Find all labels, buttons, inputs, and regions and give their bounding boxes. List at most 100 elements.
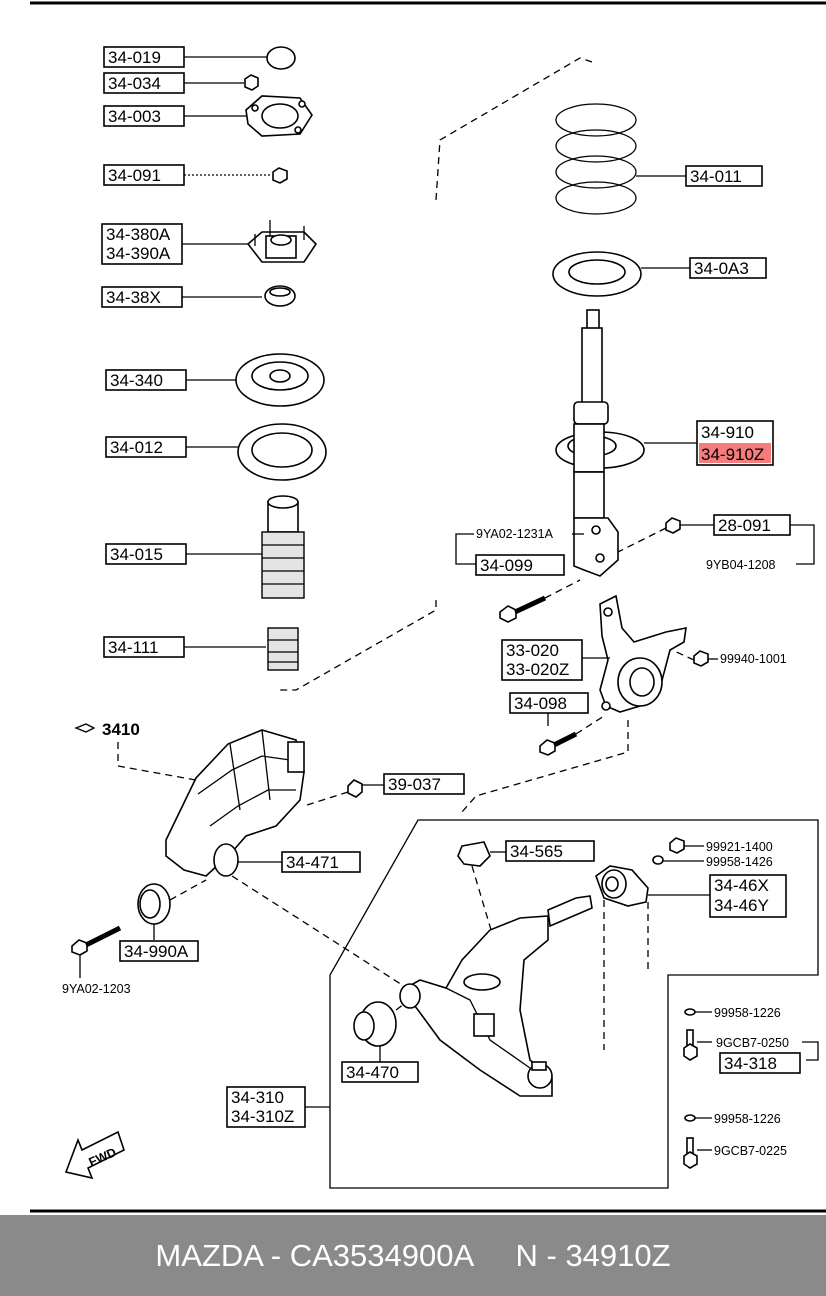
bump-stop-part (267, 627, 299, 671)
label-39-037[interactable]: 39-037 (383, 773, 465, 795)
label-99958-1226-b[interactable]: 99958-1226 (714, 1112, 781, 1126)
fwd-arrow-icon: FWD (64, 1130, 125, 1180)
bearing-ring-part (237, 423, 327, 481)
svg-text:34-099: 34-099 (480, 556, 533, 575)
label-9gcb7-0225[interactable]: 9GCB7-0225 (714, 1144, 787, 1158)
bolt-34-098-part (539, 731, 578, 756)
svg-text:34-111: 34-111 (108, 638, 158, 657)
nut-99940-1001-part (693, 650, 709, 667)
svg-text:34-990A: 34-990A (124, 942, 189, 961)
svg-text:34-034: 34-034 (108, 74, 161, 93)
svg-text:34-38X: 34-38X (106, 288, 161, 307)
bolt-9gcb7-0225-part (683, 1137, 698, 1169)
label-34-111[interactable]: 34-111 (103, 636, 185, 658)
label-34-091[interactable]: 34-091 (103, 164, 185, 186)
steering-knuckle-part (599, 594, 687, 713)
nut-99921-1400-part (669, 837, 685, 854)
footer-caption: MAZDA - CA3534900A N - 34910Z (0, 1215, 826, 1296)
label-34-46x-34-46y[interactable]: 34-46X 34-46Y (709, 874, 787, 918)
svg-text:34-318: 34-318 (724, 1054, 777, 1073)
label-9yb04-1208[interactable]: 9YB04-1208 (706, 558, 776, 572)
exploded-parts-diagram: 34-019 34-034 34-003 34-091 34-380A 34-3… (30, 1, 826, 1213)
label-34-012[interactable]: 34-012 (105, 436, 187, 458)
bolt-9gcb7-0250-part (683, 1029, 698, 1061)
label-34-098[interactable]: 34-098 (509, 692, 589, 714)
label-9ya02-1203[interactable]: 9YA02-1203 (62, 982, 131, 996)
svg-text:33-020Z: 33-020Z (506, 660, 569, 679)
bolt-9ya02-1203-part (71, 925, 122, 956)
bushing-34-46x-part (595, 865, 649, 907)
svg-text:34-019: 34-019 (108, 48, 161, 67)
nut-39-037-part (347, 779, 363, 798)
bushing-34-990a-part (137, 883, 171, 925)
svg-text:34-0A3: 34-0A3 (694, 259, 749, 278)
label-34-471[interactable]: 34-471 (281, 851, 361, 873)
washer-99958-1226-a-part (684, 1008, 696, 1016)
mount-plate-part (245, 95, 313, 137)
label-34-470[interactable]: 34-470 (341, 1061, 419, 1083)
svg-text:34-46Y: 34-46Y (714, 896, 769, 915)
svg-text:34-015: 34-015 (110, 545, 163, 564)
svg-text:34-012: 34-012 (110, 438, 163, 457)
svg-text:34-003: 34-003 (108, 107, 161, 126)
strut-mount-part (246, 220, 318, 263)
label-34-318[interactable]: 34-318 (719, 1052, 801, 1074)
svg-text:34-380A: 34-380A (106, 225, 171, 244)
svg-text:34-310: 34-310 (231, 1088, 284, 1107)
label-34-019[interactable]: 34-019 (103, 46, 185, 68)
label-28-091[interactable]: 28-091 (713, 514, 791, 536)
svg-text:33-020: 33-020 (506, 641, 559, 660)
label-34-099[interactable]: 34-099 (475, 554, 565, 576)
bushing-34-470-part (353, 1001, 397, 1047)
label-34-565[interactable]: 34-565 (505, 840, 595, 862)
svg-text:34-46X: 34-46X (714, 876, 769, 895)
nut-28-091-part (665, 517, 681, 534)
shock-absorber-part (555, 309, 645, 577)
bearing-seat-part (235, 353, 325, 407)
washer-99958-1226-b-part (684, 1114, 696, 1122)
svg-text:34-910: 34-910 (701, 423, 754, 442)
crossmember-part (165, 729, 305, 877)
svg-text:34-340: 34-340 (110, 371, 163, 390)
svg-text:34-011: 34-011 (690, 167, 742, 186)
spring-seat-part (552, 251, 642, 297)
label-34-380a-34-390a[interactable]: 34-380A 34-390A (101, 223, 183, 265)
label-34-990a[interactable]: 34-990A (119, 940, 199, 962)
label-34-015[interactable]: 34-015 (105, 543, 187, 565)
svg-text:34-091: 34-091 (108, 166, 161, 185)
label-34-310-34-310z[interactable]: 34-310 34-310Z (226, 1086, 306, 1128)
lower-control-arm-part (399, 895, 593, 1097)
nut-34-565-part (457, 841, 491, 867)
label-99958-1426[interactable]: 99958-1426 (706, 855, 773, 869)
cap-part (266, 46, 296, 70)
label-34-38x[interactable]: 34-38X (101, 286, 183, 308)
label-99940-1001[interactable]: 99940-1001 (720, 652, 787, 666)
svg-text:34-565: 34-565 (510, 842, 563, 861)
label-34-910z-highlighted[interactable]: 34-910Z (699, 443, 771, 464)
washer-99958-1426-part (652, 855, 664, 865)
svg-text:34-310Z: 34-310Z (231, 1107, 294, 1126)
svg-text:28-091: 28-091 (718, 516, 771, 535)
label-34-011[interactable]: 34-011 (685, 165, 763, 187)
label-9ya02-1231a[interactable]: 9YA02-1231A (476, 527, 554, 541)
label-34-0a3[interactable]: 34-0A3 (689, 257, 767, 279)
svg-text:34-098: 34-098 (514, 694, 567, 713)
svg-text:34-910Z: 34-910Z (701, 445, 764, 464)
dust-boot-part (261, 495, 305, 599)
label-9gcb7-0250[interactable]: 9GCB7-0250 (716, 1036, 789, 1050)
label-34-340[interactable]: 34-340 (105, 369, 187, 391)
ref-3410[interactable]: 3410 (74, 720, 140, 739)
label-34-003[interactable]: 34-003 (103, 105, 185, 127)
svg-text:39-037: 39-037 (388, 775, 441, 794)
svg-text:3410: 3410 (102, 720, 140, 739)
svg-text:34-471: 34-471 (286, 853, 339, 872)
label-33-020-33-020z[interactable]: 33-020 33-020Z (501, 639, 583, 681)
svg-text:34-470: 34-470 (346, 1063, 399, 1082)
svg-text:34-390A: 34-390A (106, 244, 171, 263)
label-99958-1226-a[interactable]: 99958-1226 (714, 1006, 781, 1020)
bushing-part (264, 285, 296, 307)
label-34-034[interactable]: 34-034 (103, 72, 185, 94)
nut-part (244, 74, 259, 91)
label-99921-1400[interactable]: 99921-1400 (706, 840, 773, 854)
coil-spring-part (555, 103, 637, 215)
